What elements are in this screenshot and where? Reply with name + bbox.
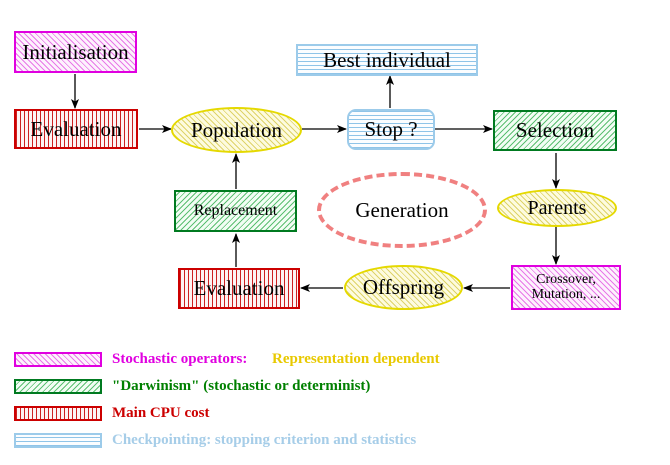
node-parents-label: Parents [527,196,587,219]
node-crossover-label-line2: Mutation, ... [531,286,601,302]
legend-label-darwinism: "Darwinism" (stochastic or determinist) [112,377,371,394]
node-parents[interactable]: Parents [497,189,617,227]
node-selection-label: Selection [515,118,595,143]
legend-row-main-cpu-cost: Main CPU cost [0,400,670,426]
legend: Stochastic operators: Representation dep… [0,338,670,465]
legend-swatch-main-cpu-cost [14,405,102,421]
node-crossover-mutation[interactable]: Crossover, Mutation, ... [511,265,621,310]
node-evaluation-bottom[interactable]: Evaluation [178,268,300,309]
node-best-individual[interactable]: Best individual [296,44,478,76]
node-population[interactable]: Population [171,107,302,153]
node-replacement[interactable]: Replacement [174,190,297,232]
node-evaluation-top-label: Evaluation [30,116,122,141]
node-replacement-label: Replacement [193,201,278,219]
legend-row-stochastic-operators: Stochastic operators: Representation dep… [0,346,670,372]
legend-row-checkpointing: Checkpointing: stopping criterion and st… [0,427,670,453]
node-best-individual-label: Best individual [323,47,451,72]
node-initialisation[interactable]: Initialisation [14,31,137,73]
node-stop-label: Stop ? [364,117,418,142]
node-selection[interactable]: Selection [493,110,617,151]
node-evaluation-top[interactable]: Evaluation [14,109,138,149]
legend-swatch-checkpointing [14,432,102,448]
legend-label-main-cpu-cost: Main CPU cost [112,404,210,421]
node-generation-label: Generation [355,197,449,222]
node-crossover-label-line1: Crossover, [536,271,596,287]
legend-label-checkpointing: Checkpointing: stopping criterion and st… [112,431,417,448]
legend-swatch-darwinism [14,378,102,394]
node-generation-annotation: Generation [317,172,487,248]
node-evaluation-bottom-label: Evaluation [193,276,285,301]
node-stop[interactable]: Stop ? [347,109,435,150]
node-offspring-label: Offspring [362,275,445,300]
legend-row-darwinism: "Darwinism" (stochastic or determinist) [0,373,670,399]
legend-label-stochastic-operators: Stochastic operators: [112,350,248,367]
node-offspring[interactable]: Offspring [344,265,463,310]
legend-label-representation-dependent: Representation dependent [272,350,440,367]
node-population-label: Population [190,117,282,142]
node-initialisation-label: Initialisation [22,39,129,64]
legend-swatch-stochastic-operators [14,351,102,367]
